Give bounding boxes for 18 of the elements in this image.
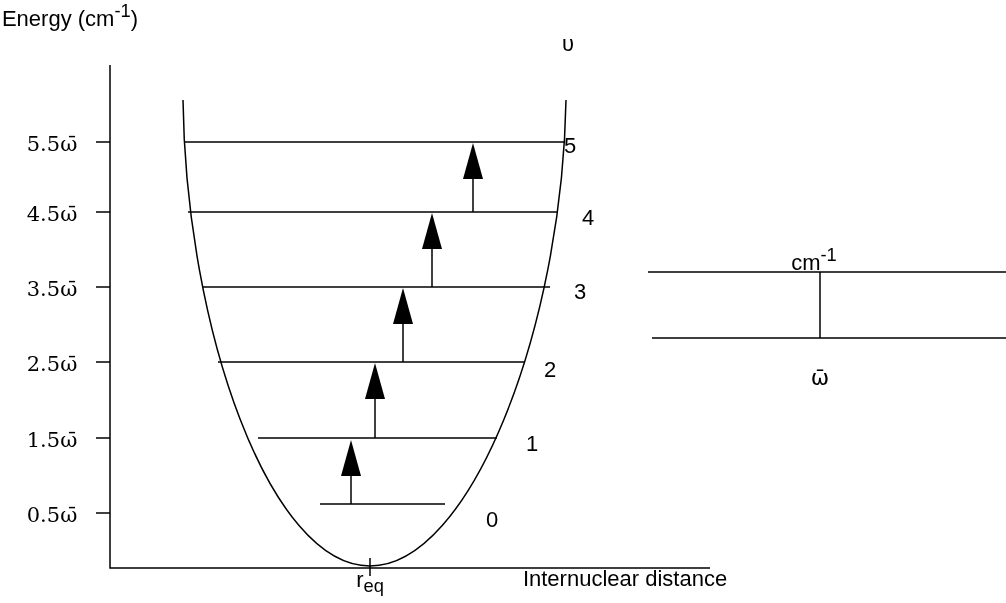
unit-label: ω̄	[810, 365, 830, 391]
quantum-number-label: 0	[485, 507, 499, 533]
quantum-number-label: 4	[581, 205, 595, 231]
axis-label: r$_{eq}$	[356, 567, 384, 597]
tick-label: 2.5ω̄	[26, 353, 78, 377]
tick-label: 5.5ω̄	[26, 133, 78, 157]
tick-label: 3.5ω̄	[26, 278, 78, 302]
unit-label: cm$^{-1}$	[791, 245, 837, 275]
tick-label: 1.5ω̄	[26, 429, 78, 453]
quantum-number-label: 5	[563, 133, 577, 159]
quantum-number-label: 1	[525, 431, 539, 457]
axis-title: Internuclear distance	[522, 566, 728, 592]
axis-title: Energy (cm$^{-1}$)	[1, 1, 139, 31]
quantum-number-label: 2	[543, 357, 557, 383]
tick-label: 0.5ω̄	[26, 504, 78, 528]
tick-label: 4.5ω̄	[26, 203, 78, 227]
quantum-number-label: υ	[562, 31, 574, 57]
quantum-number-label: 3	[573, 279, 587, 305]
